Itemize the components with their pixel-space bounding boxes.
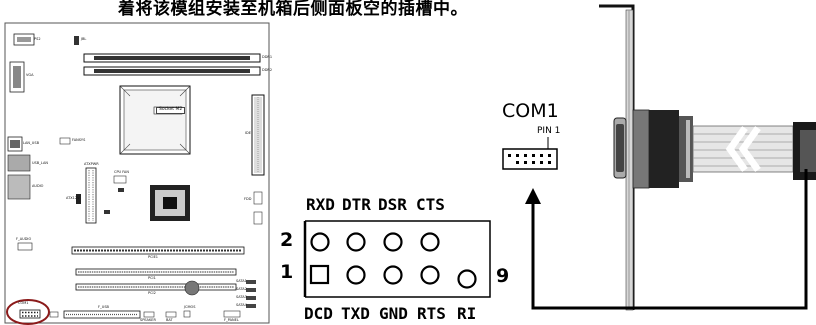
header-outline	[305, 220, 491, 298]
label-lan: LAN_USB	[23, 141, 39, 145]
com1-title: COM1	[502, 100, 559, 122]
label-ddr1: DDR1	[262, 55, 273, 59]
pin-label-dcd: DCD	[304, 304, 333, 323]
label-faudio: F_AUDIO	[16, 237, 32, 241]
sata-ports	[246, 280, 256, 308]
pin-6	[383, 232, 403, 252]
routing-arrow	[525, 169, 808, 310]
usb-header-small	[59, 137, 71, 145]
label-ps2: PS2	[34, 37, 41, 41]
com1-header-pins	[508, 154, 551, 164]
label-audio: AUDIO	[32, 184, 44, 188]
chipset	[150, 185, 190, 221]
back-panel-ports	[7, 136, 31, 200]
ribbon-cable	[692, 125, 794, 173]
motherboard-drawing	[4, 22, 270, 325]
row-num-2: 2	[280, 229, 294, 251]
pin-label-rts: RTS	[417, 304, 446, 323]
label-atx12v: ATX12V	[66, 196, 80, 200]
label-speaker: SPEAKER	[140, 318, 156, 322]
label-bat: BAT	[166, 318, 173, 322]
right-num-9: 9	[496, 265, 510, 287]
f-audio-header	[17, 242, 33, 251]
label-fusb: F_USB	[98, 305, 109, 309]
pin-7	[420, 265, 440, 285]
label-sata1: SATA1	[236, 279, 247, 283]
motherboard-diagram: PS2 JBL DDR1 DDR2 VGA Socket M2 IDE LAN_…	[4, 22, 272, 325]
label-vga: VGA	[26, 73, 34, 77]
jbl-jumper	[74, 36, 79, 45]
cable-header-plug	[793, 122, 816, 180]
label-pci2: PCI2	[148, 291, 156, 295]
label-sata4: SATA4	[236, 303, 247, 307]
label-ide: IDE	[245, 131, 251, 135]
pin-4	[346, 232, 366, 252]
label-pci1: PCI1	[148, 276, 156, 280]
fdd-header-1	[253, 191, 263, 205]
pin-label-dsr: DSR	[378, 195, 407, 214]
label-sata2: SATA2	[236, 287, 247, 291]
row-num-1: 1	[280, 261, 294, 283]
com1-highlight	[6, 299, 50, 325]
ps2-port-inner	[17, 37, 31, 42]
ide-connector	[251, 94, 265, 176]
socket-label: Socket M2	[156, 107, 186, 114]
label-sata3: SATA3	[236, 295, 247, 299]
cpu-fan-header	[113, 175, 127, 184]
fdd-header-2	[253, 211, 263, 225]
pin-label-gnd: GND	[379, 304, 408, 323]
label-jcmos: JCMOS	[184, 305, 196, 309]
pin-8	[420, 232, 440, 252]
atx-power	[85, 167, 97, 224]
atx12v	[76, 194, 81, 204]
label-fdd: FDD	[244, 197, 252, 201]
label-pcie: PCIE1	[148, 255, 159, 259]
pci-slots	[75, 268, 237, 291]
pin-5	[383, 265, 403, 285]
pin-2	[310, 232, 330, 252]
db9-connector	[613, 109, 693, 189]
pin-label-rxd: RXD	[306, 195, 335, 214]
pin-label-cts: CTS	[416, 195, 445, 214]
com1-header-box	[502, 148, 558, 170]
pin-9	[457, 269, 477, 289]
cpu-socket	[119, 85, 191, 155]
label-usb: USB_LAN	[32, 161, 48, 165]
pin-3	[346, 265, 366, 285]
label-fan-l: FANSYS	[72, 138, 86, 142]
caption: 着将该模组安装至机箱后侧面板空的插槽中。	[118, 0, 468, 19]
ddr-slots	[83, 53, 261, 76]
pin-1-square	[309, 264, 330, 285]
label-atxpwr: ATXPWR	[84, 162, 99, 166]
pin-label-dtr: DTR	[342, 195, 371, 214]
pin-label-txd: TXD	[341, 304, 370, 323]
label-jbl: JBL	[81, 37, 87, 41]
pcie-slot	[71, 246, 245, 255]
com1-header	[19, 309, 41, 319]
label-panel: F_PANEL	[224, 318, 239, 322]
pin-label-ri: RI	[457, 304, 477, 323]
bottom-headers	[49, 310, 241, 319]
label-cpufan: CPU FAN	[114, 170, 129, 174]
pin1-label: PIN 1	[537, 126, 561, 136]
label-com1-mb: COM1	[18, 301, 29, 305]
label-ddr2: DDR2	[262, 68, 273, 72]
battery	[184, 280, 200, 296]
